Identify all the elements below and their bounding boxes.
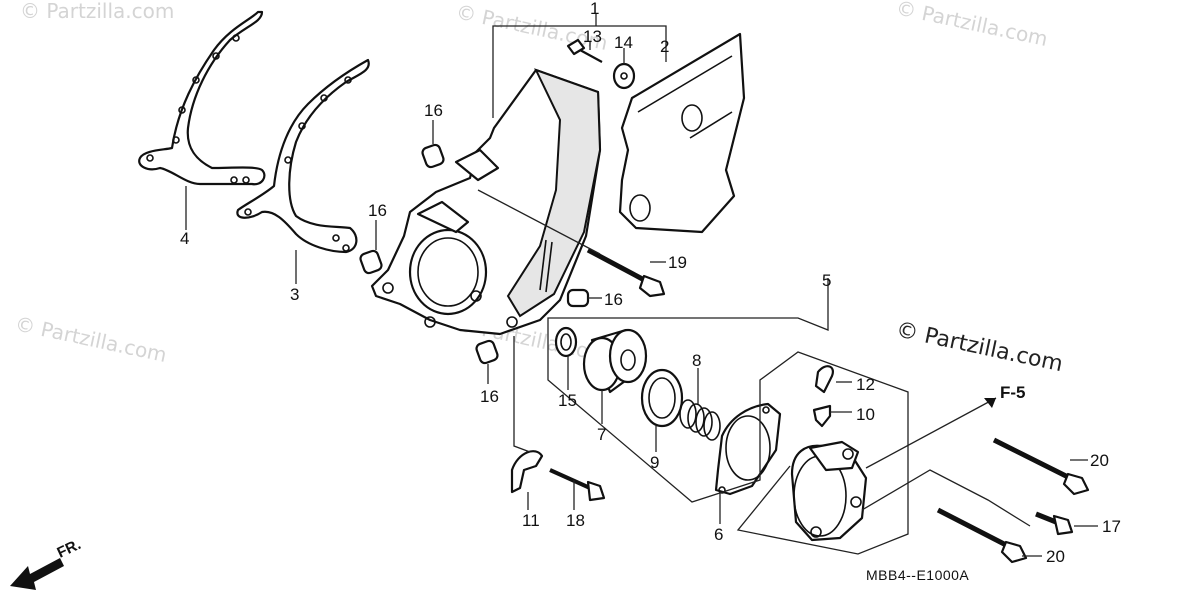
callout-16-d: 16 xyxy=(480,387,499,406)
bolt-20-a xyxy=(992,437,1090,496)
dowel-16-d xyxy=(475,339,499,365)
callout-2: 2 xyxy=(660,37,669,56)
bolt-13 xyxy=(566,38,603,63)
left-side-cover xyxy=(370,68,602,336)
spring-8 xyxy=(679,399,721,441)
callout-14: 14 xyxy=(614,33,633,52)
gasket-6 xyxy=(714,402,782,496)
bolt-17 xyxy=(1035,511,1074,536)
watermark-mid-left: © Partzilla.com xyxy=(13,311,169,367)
oil-seal-15 xyxy=(554,326,578,358)
watermark-top-left: © Partzilla.com xyxy=(20,0,174,23)
callout-16-a: 16 xyxy=(424,101,443,120)
slave-cylinder-5 xyxy=(790,440,868,542)
callout-20-a: 20 xyxy=(1090,451,1109,470)
watermark-top-right: © Partzilla.com xyxy=(894,0,1050,51)
callout-1: 1 xyxy=(590,0,599,18)
callout-9: 9 xyxy=(650,453,659,472)
dowel-16-b xyxy=(359,249,383,275)
callout-17: 17 xyxy=(1102,517,1121,536)
callout-18: 18 xyxy=(566,511,585,530)
diagram-code: MBB4--E1000A xyxy=(866,567,969,583)
callout-12: 12 xyxy=(856,375,875,394)
front-direction-label: FR. xyxy=(55,536,84,562)
callout-13: 13 xyxy=(583,27,602,46)
callout-7: 7 xyxy=(597,425,606,444)
bolt-20-b xyxy=(936,507,1028,564)
callout-8: 8 xyxy=(692,351,701,370)
front-direction-arrow-icon xyxy=(10,558,64,590)
bolt-18 xyxy=(549,468,606,502)
callout-16-b: 16 xyxy=(368,201,387,220)
clamp-11 xyxy=(510,450,544,494)
callout-5: 5 xyxy=(822,271,831,290)
piston-7 xyxy=(582,328,648,394)
ring-9 xyxy=(640,368,684,428)
bleeder-10 xyxy=(812,404,832,428)
watermark-right-dark: © Partzilla.com xyxy=(894,317,1065,377)
cover-plate-2 xyxy=(618,32,746,234)
reference-label: F-5 xyxy=(1000,383,1026,402)
gasket-3 xyxy=(236,58,370,254)
callout-6: 6 xyxy=(714,525,723,544)
leader-lines xyxy=(185,14,1098,557)
callout-15: 15 xyxy=(558,391,577,410)
callout-16-c: 16 xyxy=(604,290,623,309)
callout-20-b: 20 xyxy=(1046,547,1065,566)
callout-19: 19 xyxy=(668,253,687,272)
callout-11: 11 xyxy=(522,511,540,530)
dowel-16-a xyxy=(421,143,445,169)
gasket-4 xyxy=(138,10,266,186)
dowel-16-c xyxy=(566,288,590,308)
callout-10: 10 xyxy=(856,405,875,424)
callout-4: 4 xyxy=(180,229,189,248)
callout-3: 3 xyxy=(290,285,299,304)
clip-12 xyxy=(814,365,834,394)
bolt-19 xyxy=(586,247,666,298)
washer-14 xyxy=(612,62,636,90)
